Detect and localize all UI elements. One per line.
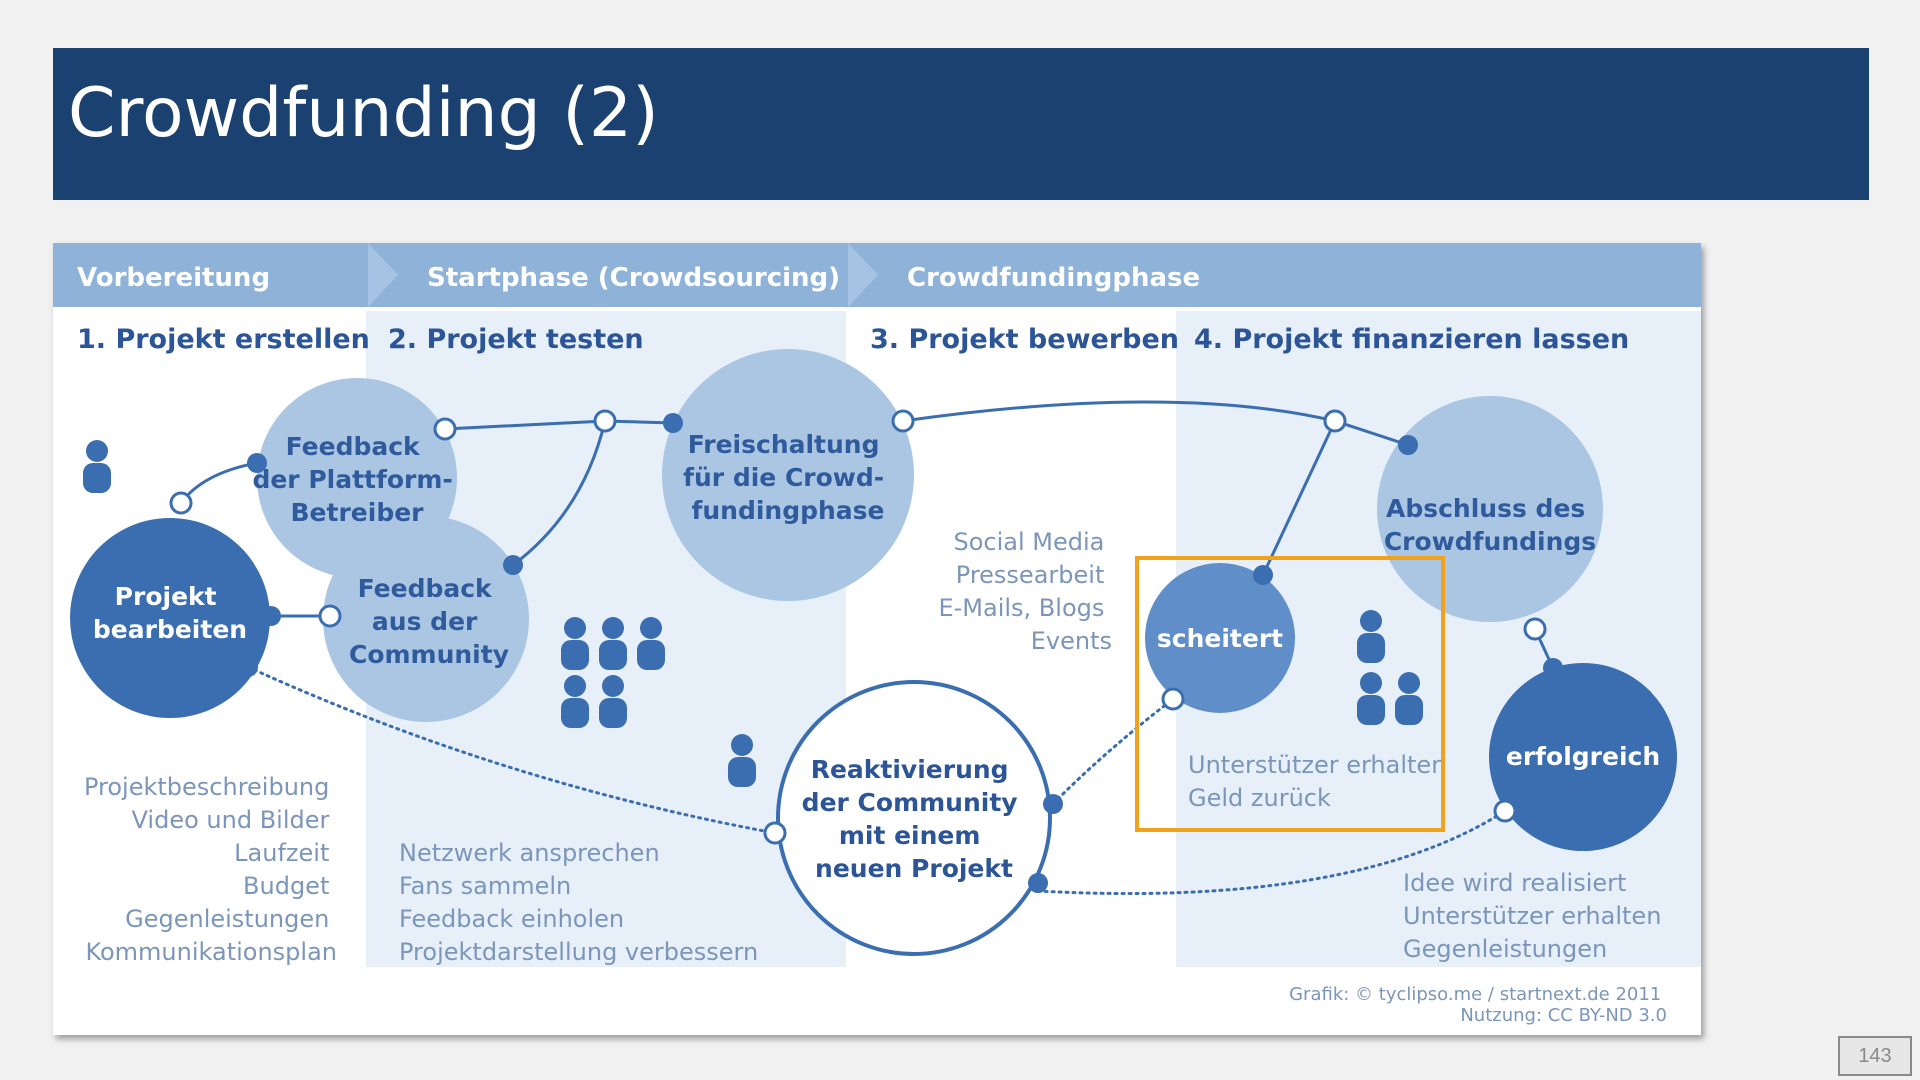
label-feedback-platform: Feedback der Plattform- Betreiber <box>252 432 461 527</box>
people-group-icon <box>1357 610 1423 725</box>
list-test: Netzwerk ansprechen Fans sammeln Feedbac… <box>399 839 758 966</box>
list-create: Projektbeschreibung Video und Bilder Lau… <box>84 773 337 966</box>
phase-label-start: Startphase (Crowdsourcing) <box>427 263 840 293</box>
person-icon <box>83 440 111 493</box>
phase-divider-arrow <box>848 243 878 307</box>
label-freischaltung: Freischaltung für die Crowd- fundingphas… <box>683 430 893 525</box>
list-success: Idee wird realisiert Unterstützer erhalt… <box>1403 869 1669 963</box>
dotted-connector-lines <box>246 665 1507 895</box>
connection-dots-filled <box>238 413 1563 893</box>
node-erfolgreich <box>1489 663 1677 851</box>
slide-title: Crowdfunding (2) <box>68 74 659 153</box>
crowdfunding-process-diagram: Vorbereitung Startphase (Crowdsourcing) … <box>53 243 1701 1035</box>
label-reaktivierung: Reaktivierung der Community mit einem ne… <box>802 755 1027 883</box>
node-abschluss <box>1377 396 1603 622</box>
people-group-icon <box>561 617 665 728</box>
step-heading-3: 3. Projekt bewerben <box>870 324 1179 355</box>
title-bar: Crowdfunding (2) <box>53 48 1869 200</box>
label-feedback-community: Feedback aus der Community <box>349 574 509 669</box>
step-heading-1: 1. Projekt erstellen <box>77 324 370 355</box>
label-scheitert: scheitert <box>1157 624 1283 653</box>
list-promote: Social Media Pressearbeit E-Mails, Blogs… <box>938 528 1112 655</box>
connection-dots-hollow <box>169 409 1547 845</box>
highlight-box <box>1135 556 1445 832</box>
node-freischaltung <box>662 349 914 601</box>
node-reaktivierung <box>776 680 1052 956</box>
phase-divider-arrow <box>368 243 398 307</box>
label-erfolgreich: erfolgreich <box>1506 742 1660 771</box>
label-projekt-bearbeiten: Projekt bearbeiten <box>93 582 247 644</box>
phase-label-preparation: Vorbereitung <box>77 263 270 293</box>
list-fail: Unterstützer erhalten Geld zurück <box>1188 751 1454 812</box>
graphic-credit: Grafik: © tyclipso.me / startnext.de 201… <box>1289 984 1667 1026</box>
node-feedback-platform <box>257 378 457 578</box>
node-projekt-bearbeiten <box>70 518 270 718</box>
step-heading-2: 2. Projekt testen <box>388 324 644 355</box>
node-scheitert <box>1145 563 1295 713</box>
page-number: 143 <box>1838 1036 1912 1076</box>
person-icon <box>728 734 756 787</box>
phase-label-crowdfunding: Crowdfundingphase <box>907 263 1200 293</box>
step-heading-4: 4. Projekt finanzieren lassen <box>1194 324 1629 355</box>
label-abschluss: Abschluss des Crowdfundings <box>1384 494 1596 556</box>
